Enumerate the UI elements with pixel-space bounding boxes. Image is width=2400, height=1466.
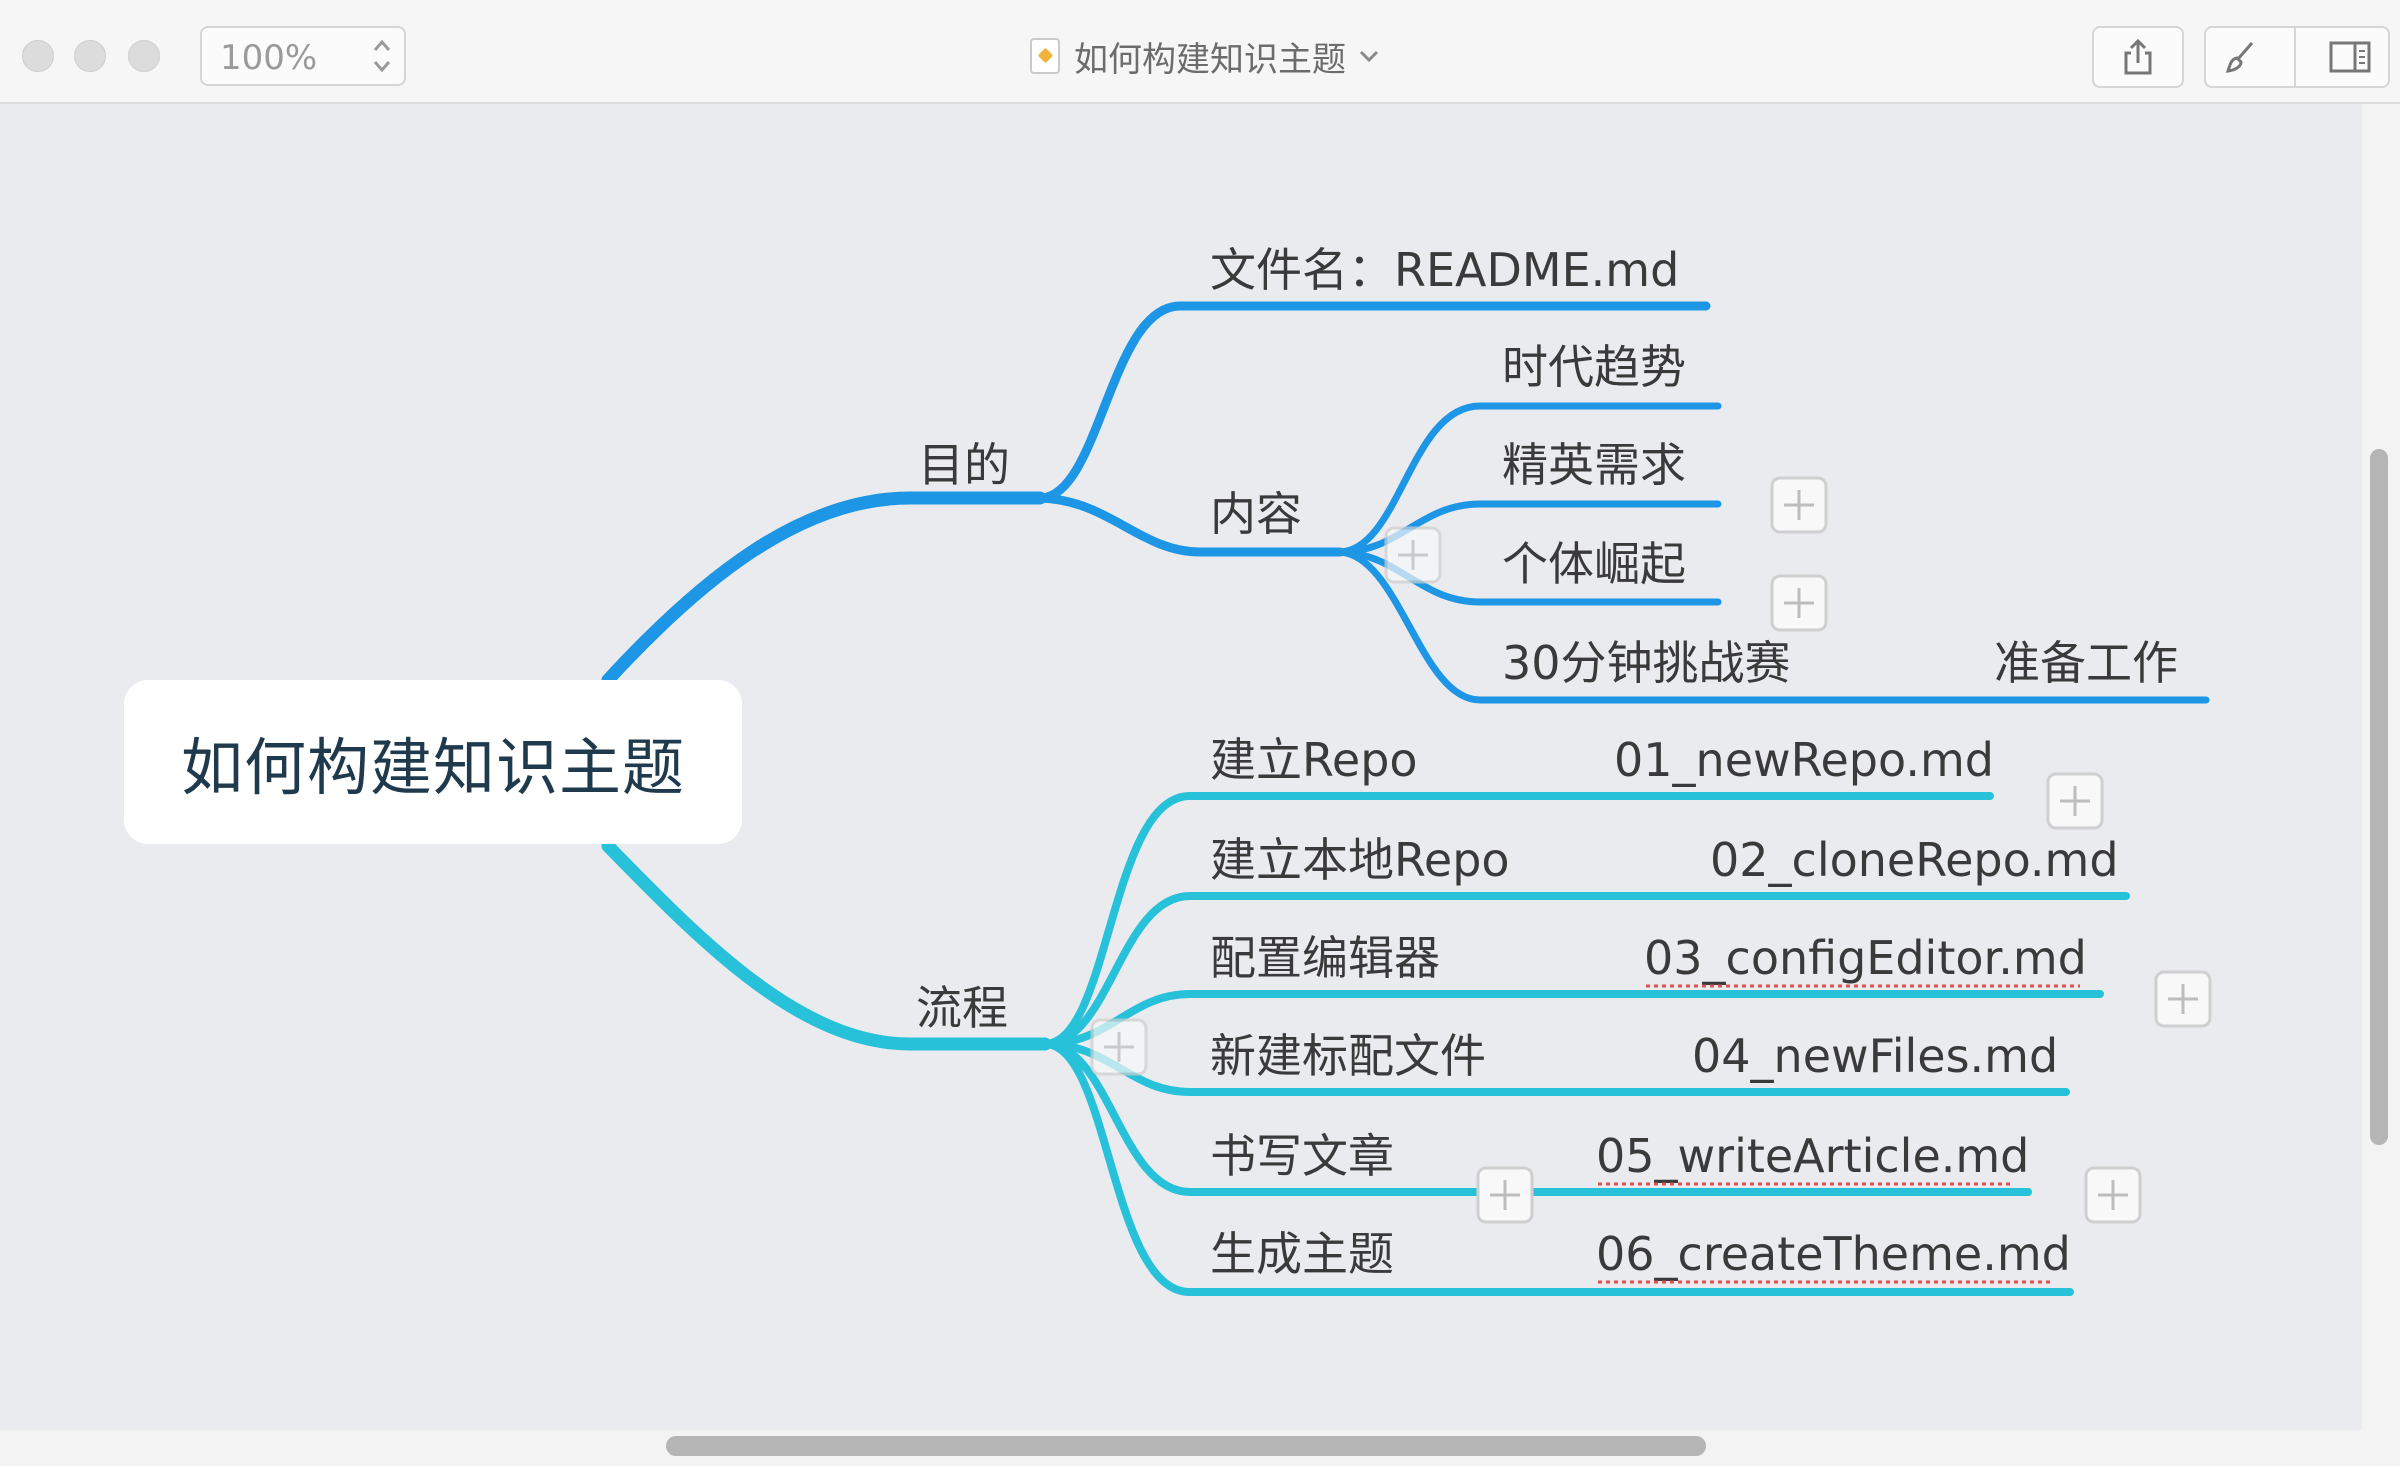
node-content-item[interactable]: 时代趋势 [1502, 340, 1686, 394]
node-step-file[interactable]: 03_configEditor.md [1644, 931, 2087, 985]
node-step[interactable]: 生成主题 [1210, 1227, 1394, 1281]
expand-node-button[interactable] [2046, 772, 2104, 830]
expand-node-button[interactable] [2154, 970, 2212, 1028]
node-purpose[interactable]: 目的 [918, 438, 1010, 492]
node-challenge-child[interactable]: 准备工作 [1994, 636, 2178, 690]
mindmap-svg: 目的 文件名：README.md 内容 时代趋势 精英需求 个体崛起 30分钟挑… [601, 243, 2212, 1296]
expand-node-button[interactable] [2084, 1166, 2142, 1224]
node-content-item[interactable]: 个体崛起 [1502, 537, 1686, 591]
node-step-file[interactable]: 04_newFiles.md [1692, 1029, 2058, 1083]
collapse-node-button[interactable] [1090, 1018, 1148, 1076]
node-readme[interactable]: 文件名：README.md [1210, 243, 1679, 297]
mindmap-file-icon [1030, 38, 1060, 74]
node-step-file[interactable]: 06_createTheme.md [1596, 1227, 2071, 1281]
mindmap-canvas[interactable]: 目的 文件名：README.md 内容 时代趋势 精英需求 个体崛起 30分钟挑… [0, 104, 2362, 1430]
purpose-branch [601, 301, 2210, 704]
document-title: 如何构建知识主题 [1074, 39, 1346, 80]
up-down-arrows-icon[interactable] [370, 34, 394, 78]
document-title-menu[interactable]: 如何构建知识主题 [1030, 28, 1380, 84]
horizontal-scrollbar[interactable] [0, 1430, 2400, 1466]
node-step[interactable]: 建立Repo [1210, 733, 1418, 787]
vertical-scrollbar[interactable] [2362, 104, 2400, 1430]
node-step[interactable]: 配置编辑器 [1210, 931, 1440, 985]
share-icon [2124, 38, 2152, 75]
expand-node-button[interactable] [1770, 476, 1828, 534]
node-process[interactable]: 流程 [916, 981, 1008, 1035]
share-button[interactable] [2092, 26, 2184, 88]
horizontal-scroll-thumb[interactable] [666, 1436, 1706, 1456]
expand-node-button[interactable] [1770, 574, 1828, 632]
sidebar-toggle-icon[interactable] [2328, 39, 2372, 75]
node-step-file[interactable]: 02_cloneRepo.md [1710, 833, 2119, 887]
vertical-scroll-thumb[interactable] [2370, 449, 2388, 1145]
view-button-group [2204, 26, 2390, 88]
zoom-value: 100% [220, 38, 318, 78]
zoom-window-button[interactable] [128, 40, 160, 72]
node-step[interactable]: 书写文章 [1210, 1129, 1394, 1183]
close-window-button[interactable] [22, 40, 54, 72]
node-content[interactable]: 内容 [1210, 487, 1302, 541]
brush-icon[interactable] [2222, 37, 2262, 77]
node-step[interactable]: 建立本地Repo [1210, 833, 1510, 887]
collapse-node-button[interactable] [1384, 526, 1442, 584]
node-step-file[interactable]: 05_writeArticle.md [1596, 1129, 2029, 1183]
node-content-item[interactable]: 精英需求 [1502, 438, 1686, 492]
node-content-item[interactable]: 30分钟挑战赛 [1502, 636, 1791, 690]
node-step-file[interactable]: 01_newRepo.md [1614, 733, 1994, 787]
central-topic-label: 如何构建知识主题 [180, 731, 685, 804]
expand-node-button[interactable] [1476, 1166, 1534, 1224]
minimize-window-button[interactable] [74, 40, 106, 72]
chevron-down-icon [1359, 50, 1379, 63]
node-step[interactable]: 新建标配文件 [1210, 1029, 1486, 1083]
central-topic-node[interactable]: 如何构建知识主题 [124, 680, 742, 844]
title-bar: 100% 如何构建知识主题 [0, 0, 2400, 104]
zoom-stepper[interactable]: 100% [200, 26, 406, 86]
